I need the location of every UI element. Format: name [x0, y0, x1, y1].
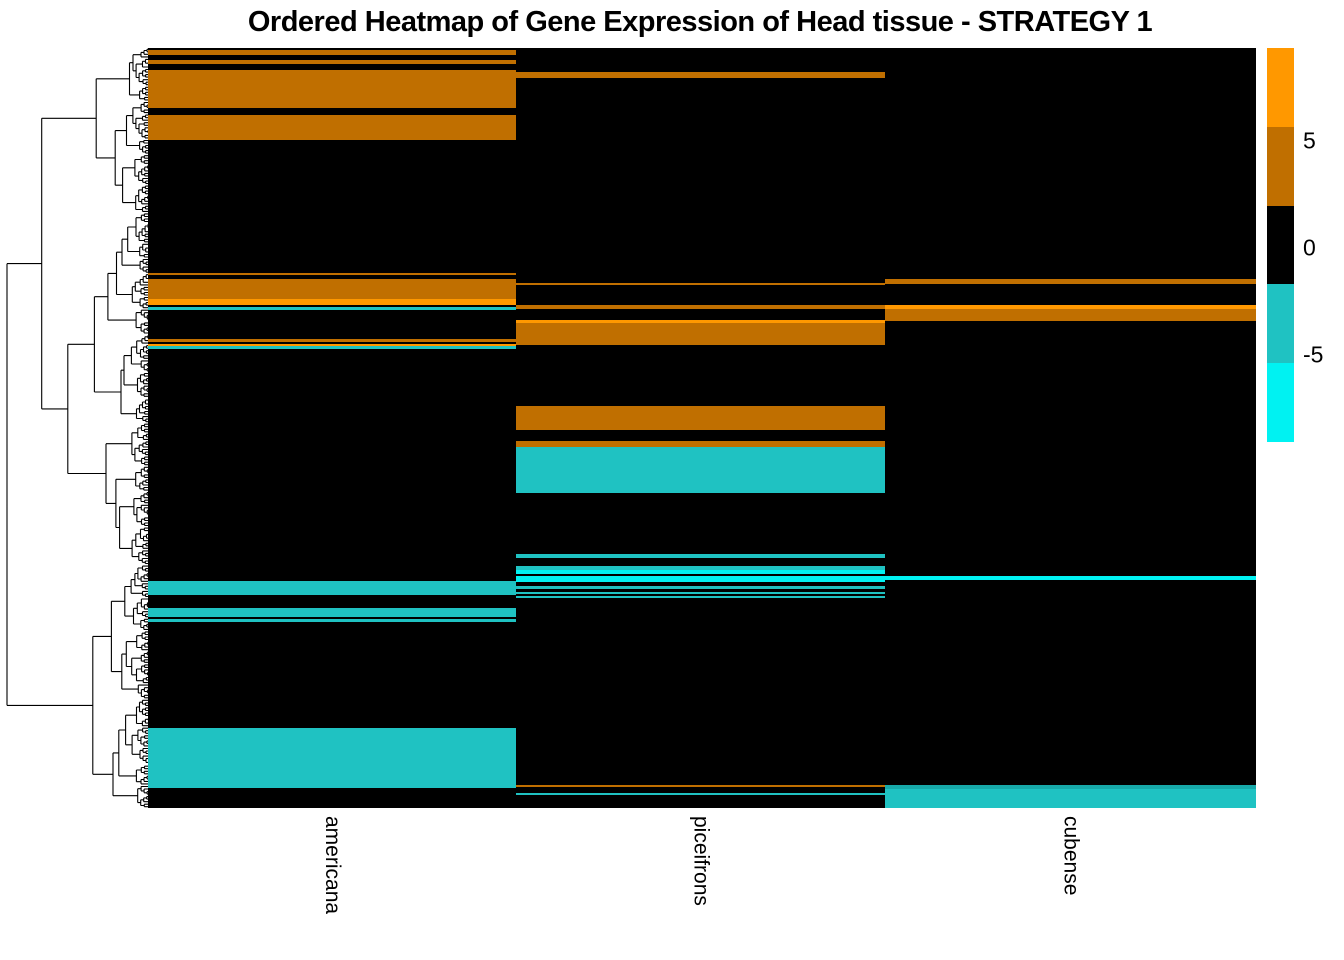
heatmap-band	[148, 273, 516, 275]
heatmap-band	[516, 323, 885, 345]
heatmap-band	[516, 78, 885, 283]
heatmap-band	[885, 785, 1256, 789]
heatmap-band	[516, 345, 885, 406]
row-dendrogram	[6, 48, 148, 808]
heatmap-band	[148, 349, 516, 581]
heatmap-band	[148, 617, 516, 619]
heatmap-column-piceifrons	[516, 48, 885, 808]
heatmap-band	[148, 344, 516, 346]
heatmap-band	[516, 48, 885, 72]
heatmap-band	[148, 115, 516, 140]
heatmap-band	[516, 596, 885, 598]
heatmap-band	[885, 305, 1256, 309]
heatmap-band	[148, 108, 516, 115]
legend-color-block	[1267, 205, 1294, 285]
heatmap-column-cubense	[885, 48, 1256, 808]
heatmap-band	[148, 608, 516, 617]
heatmap-band	[885, 580, 1256, 785]
heatmap-band	[516, 582, 885, 586]
legend-tick-label: -5	[1303, 341, 1324, 368]
heatmap-band	[148, 64, 516, 70]
heatmap-band	[516, 589, 885, 592]
heatmap-band	[516, 795, 885, 808]
column-label-piceifrons: piceifrons	[689, 816, 713, 906]
heatmap-band	[516, 785, 885, 787]
heatmap-band	[885, 284, 1256, 305]
heatmap-band	[148, 70, 516, 108]
heatmap-band	[516, 309, 885, 320]
legend-colorbar	[1267, 48, 1294, 443]
legend-tick-label: 0	[1303, 234, 1316, 261]
heatmap-band	[148, 55, 516, 60]
heatmap-band	[148, 788, 516, 808]
heatmap-band	[148, 342, 516, 344]
heatmap-band	[148, 305, 516, 307]
heatmap-column-americana	[148, 48, 516, 808]
heatmap-band	[885, 309, 1256, 321]
heatmap-band	[516, 406, 885, 430]
heatmap-body	[148, 48, 1256, 808]
heatmap-band	[885, 321, 1256, 576]
heatmap-band	[516, 283, 885, 285]
heatmap-band	[148, 339, 516, 342]
heatmap-band	[516, 586, 885, 589]
heatmap-band	[516, 441, 885, 447]
heatmap-band	[148, 581, 516, 595]
heatmap-band	[516, 576, 885, 582]
heatmap-band	[148, 275, 516, 279]
heatmap-band	[516, 72, 885, 78]
chart-title: Ordered Heatmap of Gene Expression of He…	[247, 6, 1153, 38]
heatmap-band	[516, 594, 885, 596]
heatmap-band	[516, 447, 885, 493]
heatmap-band	[516, 592, 885, 594]
heatmap-band	[516, 554, 885, 558]
legend-color-block	[1267, 363, 1294, 443]
column-label-cubense: cubense	[1059, 816, 1083, 896]
heatmap-band	[148, 60, 516, 64]
legend-tick-label: 5	[1303, 127, 1316, 154]
heatmap-band	[148, 619, 516, 622]
heatmap-band	[148, 48, 516, 50]
heatmap-band	[885, 48, 1256, 279]
heatmap-band	[516, 430, 885, 441]
heatmap-band	[148, 728, 516, 788]
heatmap-band	[148, 622, 516, 728]
heatmap-band	[516, 320, 885, 323]
heatmap-band	[516, 598, 885, 785]
heatmap-band	[516, 570, 885, 574]
heatmap-band	[148, 299, 516, 305]
heatmap-band	[148, 50, 516, 55]
column-label-americana: americana	[321, 816, 344, 915]
heatmap-band	[148, 346, 516, 349]
heatmap-band	[516, 558, 885, 566]
heatmap-band	[885, 789, 1256, 808]
heatmap-band	[148, 140, 516, 273]
legend-color-block	[1267, 48, 1294, 128]
heatmap-band	[148, 307, 516, 310]
heatmap-band	[516, 793, 885, 795]
heatmap-band	[516, 566, 885, 570]
dendrogram-branches	[6, 48, 148, 808]
legend-color-block	[1267, 126, 1294, 207]
color-legend: 5 0 -5	[1267, 48, 1344, 448]
heatmap-band	[516, 574, 885, 576]
legend-color-block	[1267, 284, 1294, 364]
heatmap-band	[516, 285, 885, 305]
heatmap-band	[148, 279, 516, 299]
heatmap-band	[148, 310, 516, 339]
heatmap-band	[516, 305, 885, 309]
heatmap-band	[885, 279, 1256, 284]
column-labels: americana piceifrons cubense	[148, 816, 1256, 956]
heatmap-band	[148, 595, 516, 608]
heatmap-band	[516, 787, 885, 793]
heatmap-band	[516, 493, 885, 554]
heatmap-band	[885, 576, 1256, 580]
